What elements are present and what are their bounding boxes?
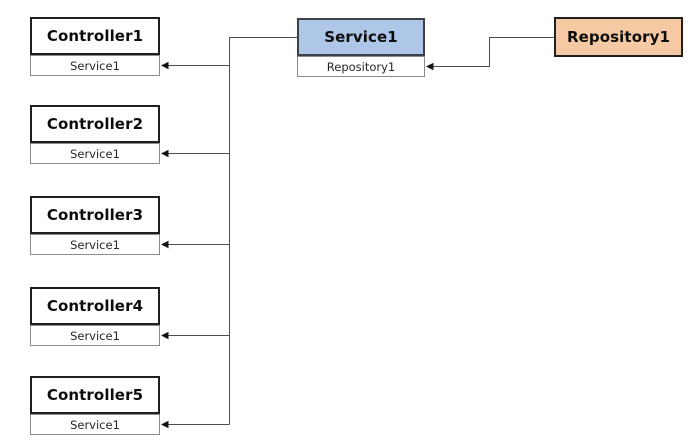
controller-title: Controller4 [30, 287, 160, 325]
service-node[interactable]: Service1 Repository1 [297, 18, 425, 77]
controller-node[interactable]: Controller1 Service1 [30, 17, 160, 76]
connector-line [228, 36, 297, 425]
arrowhead-icon [161, 149, 169, 158]
repository-title: Repository1 [554, 17, 683, 57]
controller-title: Controller3 [30, 196, 160, 234]
arrowhead-icon [161, 61, 169, 70]
repository-node[interactable]: Repository1 [554, 17, 683, 57]
arrowhead-icon [161, 240, 169, 249]
controller-node[interactable]: Controller4 Service1 [30, 287, 160, 346]
controller-dependency: Service1 [30, 325, 160, 346]
service-title: Service1 [297, 18, 425, 56]
controller-node[interactable]: Controller2 Service1 [30, 105, 160, 164]
controller-dependency: Service1 [30, 234, 160, 255]
service-dependency: Repository1 [297, 56, 425, 77]
controller-dependency: Service1 [30, 143, 160, 164]
arrowhead-icon [426, 62, 434, 71]
controller-node[interactable]: Controller3 Service1 [30, 196, 160, 255]
controller-title: Controller2 [30, 105, 160, 143]
connector-line [433, 36, 554, 68]
controller-title: Controller5 [30, 376, 160, 414]
controller-dependency: Service1 [30, 414, 160, 435]
controller-dependency: Service1 [30, 55, 160, 76]
controller-title: Controller1 [30, 17, 160, 55]
arrowhead-icon [161, 331, 169, 340]
arrowhead-icon [161, 420, 169, 429]
controller-node[interactable]: Controller5 Service1 [30, 376, 160, 435]
